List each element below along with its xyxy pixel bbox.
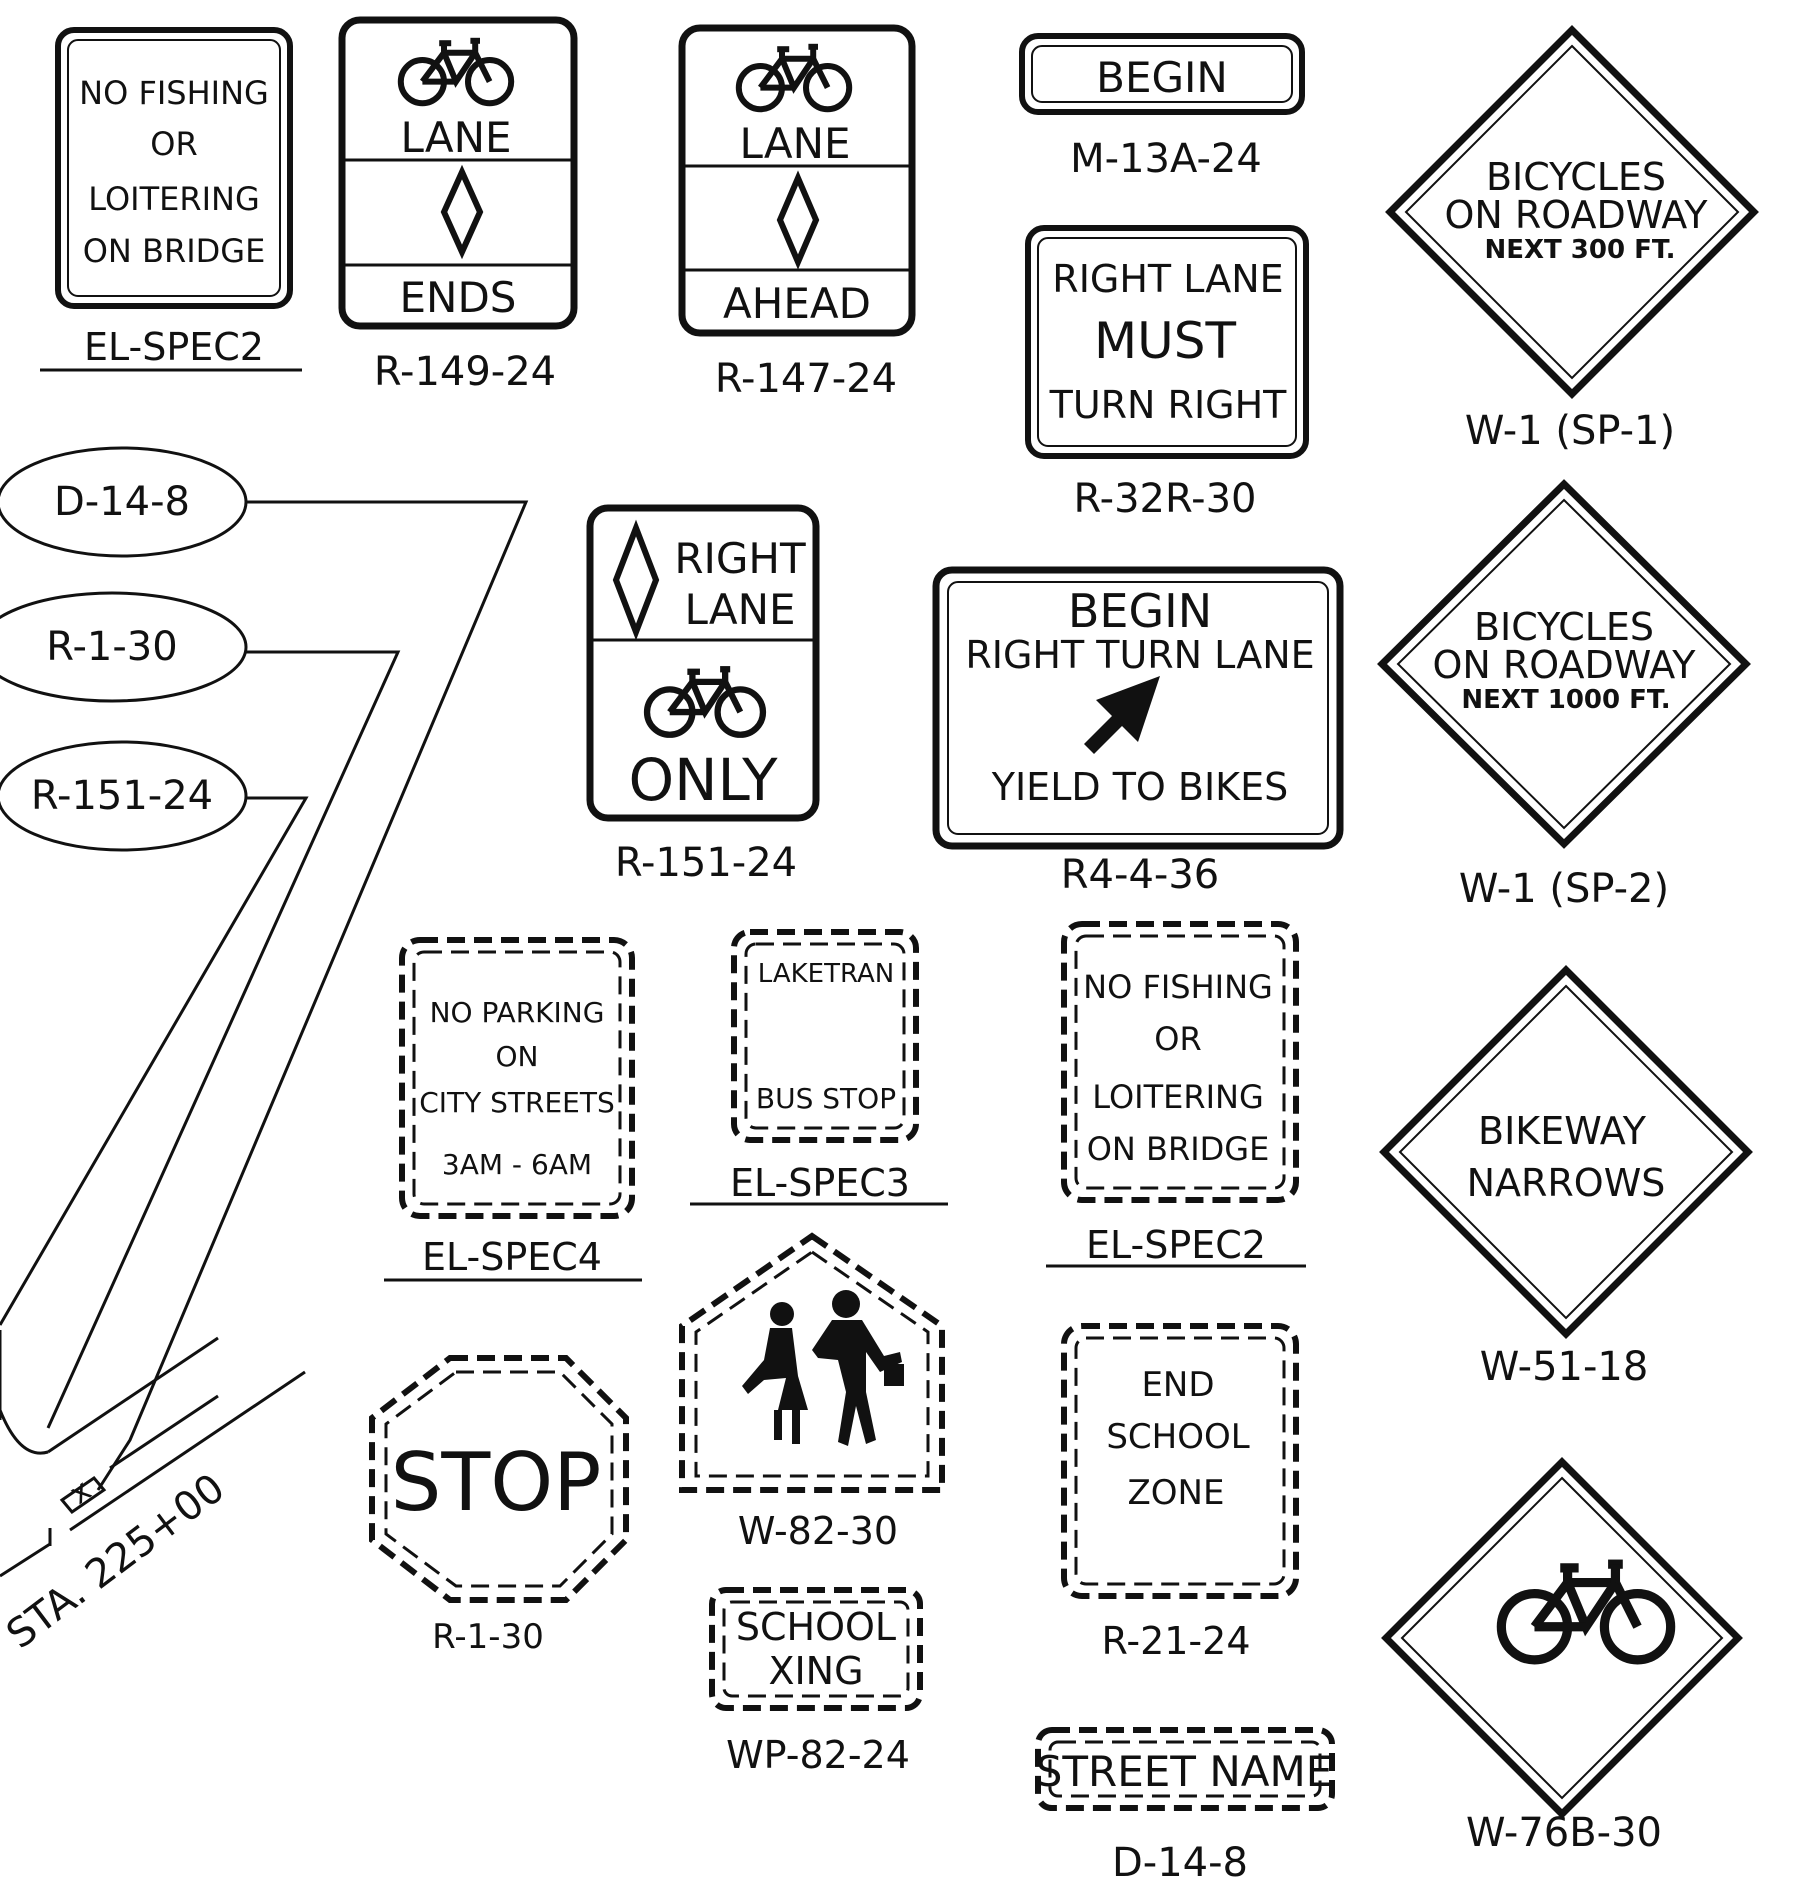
sign-code: D-14-8 [1112, 1840, 1248, 1886]
sign-code: EL-SPEC2 [1086, 1223, 1266, 1267]
sign-r-149-24: LANE ENDS R-149-24 [338, 16, 578, 395]
sign-w-1-sp-1: BICYCLES ON ROADWAY NEXT 300 FT. W-1 (SP… [1385, 25, 1759, 454]
sign-line: ZONE [1128, 1473, 1225, 1513]
sign-line: ON BRIDGE [83, 232, 266, 270]
sign-line: NEXT 300 FT. [1484, 235, 1675, 265]
sign-line: ENDS [400, 273, 517, 322]
sign-line: YIELD TO BIKES [991, 765, 1288, 809]
sign-line: RIGHT LANE [1052, 257, 1283, 301]
sign-m-13a-24: BEGIN M-13A-24 [1019, 33, 1305, 182]
sign-line: 3AM - 6AM [442, 1148, 592, 1181]
sign-line: BICYCLES [1474, 605, 1654, 649]
sign-line: NO FISHING [1083, 968, 1273, 1006]
sign-line: STOP [391, 1436, 602, 1529]
sign-code: EL-SPEC3 [730, 1161, 910, 1205]
sign-code: WP-82-24 [726, 1733, 910, 1777]
sign-line: NO PARKING [430, 996, 605, 1029]
sign-line: ON ROADWAY [1432, 643, 1696, 687]
sign-w-1-sp-2: BICYCLES ON ROADWAY NEXT 1000 FT. W-1 (S… [1377, 479, 1751, 912]
sign-line: ONLY [628, 746, 778, 814]
sign-line: OR [1154, 1020, 1201, 1058]
sign-line: LANE [684, 585, 795, 634]
sign-line: OR [150, 125, 197, 163]
bicycle-icon [1501, 1564, 1670, 1660]
sign-el-spec2-top: NO FISHING OR LOITERING ON BRIDGE EL-SPE… [40, 27, 302, 372]
sign-line: RIGHT TURN LANE [965, 633, 1314, 677]
sign-code: M-13A-24 [1070, 136, 1262, 182]
sign-r-21-24: END SCHOOL ZONE R-21-24 [1061, 1323, 1299, 1663]
sign-line: ON [496, 1040, 539, 1073]
diamond-icon [612, 519, 660, 641]
bicycle-icon [739, 47, 849, 109]
sign-el-spec2-dashed: NO FISHING OR LOITERING ON BRIDGE EL-SPE… [1046, 921, 1306, 1268]
sign-r-151-24: RIGHT LANE ONLY R-151-24 [586, 504, 820, 886]
sign-wp-82-24: SCHOOL XING WP-82-24 [709, 1587, 923, 1777]
sign-code: R4-4-36 [1061, 852, 1219, 898]
sign-line: BEGIN [1096, 53, 1228, 102]
sign-line: NARROWS [1467, 1161, 1666, 1205]
sign-line: SCHOOL [736, 1605, 896, 1649]
sign-line: NEXT 1000 FT. [1461, 685, 1670, 715]
sign-line: LOITERING [88, 180, 259, 218]
sign-code: R-21-24 [1102, 1619, 1251, 1663]
sign-code: W-51-18 [1480, 1344, 1649, 1390]
sign-w-51-18: BIKEWAY NARROWS W-51-18 [1379, 965, 1753, 1390]
sign-code: EL-SPEC2 [84, 325, 264, 369]
sign-code: W-1 (SP-1) [1465, 408, 1675, 454]
diamond-icon [440, 164, 484, 260]
sign-line: END [1141, 1365, 1214, 1405]
sign-code: W-82-30 [738, 1509, 898, 1553]
sign-code: R-147-24 [715, 356, 897, 402]
sign-line: MUST [1094, 312, 1236, 370]
sign-code: R-1-30 [432, 1617, 544, 1657]
sign-line: XING [768, 1649, 863, 1693]
sign-line: LANE [739, 119, 850, 168]
sign-line: CITY STREETS [419, 1086, 615, 1119]
station-label: STA. 225+00 [0, 1465, 233, 1658]
sign-code: W-76B-30 [1466, 1810, 1662, 1856]
bicycle-icon [647, 669, 763, 735]
sign-line: BIKEWAY [1478, 1109, 1647, 1153]
sign-el-spec4: NO PARKING ON CITY STREETS 3AM - 6AM EL-… [384, 937, 642, 1282]
sign-line: SCHOOL [1106, 1417, 1249, 1457]
callout-label: D-14-8 [54, 479, 190, 525]
sign-r-1-30-stop: STOP R-1-30 [369, 1355, 629, 1657]
sign-w-82-30: W-82-30 [679, 1232, 945, 1553]
sign-r-32r-30: RIGHT LANE MUST TURN RIGHT R-32R-30 [1025, 225, 1309, 522]
sign-line: STREET NAME [1036, 1747, 1333, 1796]
sign-line: RIGHT [674, 534, 806, 583]
callout-label: R-151-24 [31, 773, 213, 819]
school-children-icon [742, 1290, 904, 1446]
sign-w-76b-30: W-76B-30 [1381, 1457, 1743, 1856]
arrow-down-left-icon [1084, 676, 1160, 754]
sign-line: BEGIN [1068, 584, 1212, 638]
sign-code: R-32R-30 [1073, 476, 1256, 522]
sign-line: LOITERING [1092, 1078, 1263, 1116]
diamond-icon [776, 170, 820, 270]
sign-line: AHEAD [723, 279, 871, 328]
sign-code: W-1 (SP-2) [1459, 866, 1669, 912]
sign-line: ON BRIDGE [1087, 1130, 1270, 1168]
sign-line: LAKETRAN [758, 959, 894, 989]
sign-line: NO FISHING [79, 74, 269, 112]
sign-r4-4-36: BEGIN RIGHT TURN LANE YIELD TO BIKES R4-… [932, 566, 1344, 898]
sign-d-14-8: STREET NAME D-14-8 [1035, 1727, 1335, 1886]
callout-label: R-1-30 [46, 624, 177, 670]
sign-line: BUS STOP [756, 1082, 896, 1115]
callout-r-1-30 [0, 591, 248, 703]
sign-line: LANE [400, 113, 511, 162]
sign-code: EL-SPEC4 [422, 1235, 602, 1279]
sign-line: BICYCLES [1486, 155, 1666, 199]
sign-line: TURN RIGHT [1049, 383, 1288, 427]
sign-r-147-24: LANE AHEAD R-147-24 [678, 24, 916, 402]
callout-r-151-24 [0, 740, 248, 852]
sign-el-spec3: LAKETRAN BUS STOP EL-SPEC3 [690, 929, 948, 1206]
sign-code: R-149-24 [374, 349, 556, 395]
sign-code: R-151-24 [615, 840, 797, 886]
sign-line: ON ROADWAY [1444, 193, 1708, 237]
bicycle-icon [401, 41, 511, 103]
